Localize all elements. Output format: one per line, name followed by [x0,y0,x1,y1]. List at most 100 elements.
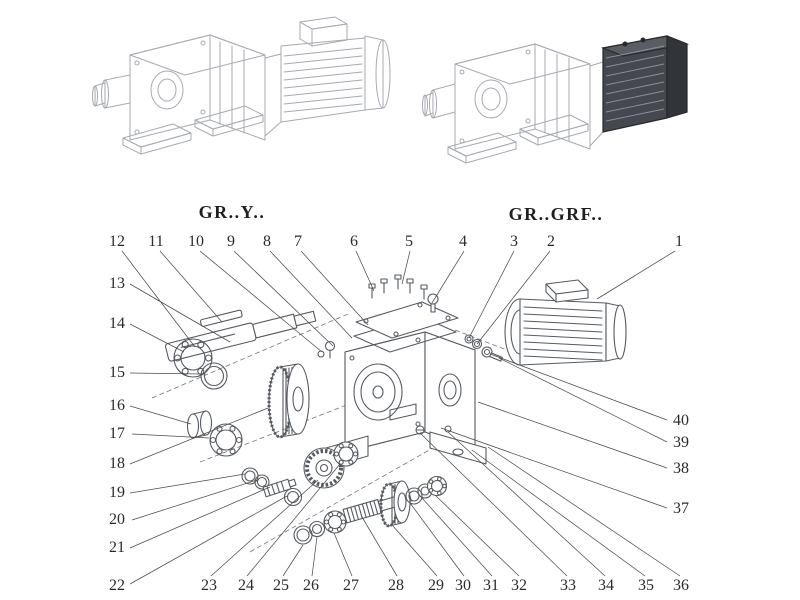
callout-33: 33 [560,577,576,594]
leader-line-29 [392,525,438,577]
assembled-view-gr-y [92,16,391,155]
washer [481,346,493,358]
callout-26: 26 [303,577,319,594]
gearbox-side-face [534,43,591,150]
leader-line-31 [421,497,493,577]
callout-7: 7 [294,233,302,250]
leader-line-38 [477,401,668,469]
leader-line-9 [233,250,334,347]
gearbox-top-face [129,34,266,76]
leader-lines [121,250,681,585]
leader-line-18 [129,407,269,465]
callout-27: 27 [343,577,359,594]
callout-17: 17 [109,425,125,442]
leader-line-19 [129,473,246,494]
fan-cowl [364,35,384,111]
shaft-key [199,309,243,327]
leader-line-25 [282,544,304,577]
callout-10: 10 [188,233,204,250]
callout-21: 21 [109,539,125,556]
leader-line-7 [300,250,369,326]
gearbox-side-face [209,34,266,141]
leader-line-20 [131,479,258,521]
assembly-axis [454,329,513,353]
gearbox-front-face [129,34,211,141]
washer [464,334,474,344]
leader-line-28 [361,516,398,577]
leader-line-26 [311,536,318,577]
callout-36: 36 [673,577,689,594]
motor-assembled [264,16,391,137]
callout-31: 31 [483,577,499,594]
leader-line-1 [596,250,676,300]
input-flange-bore [438,373,462,407]
callout-37: 37 [673,500,689,517]
leader-line-30 [409,502,465,577]
assembly-axis [151,313,349,399]
leader-line-13 [129,283,231,343]
assembled-view-gr-grf [422,35,690,164]
leader-line-32 [434,494,520,577]
leader-line-34 [447,431,606,577]
callout-30: 30 [455,577,471,594]
leader-line-14 [129,323,185,353]
leader-line-37 [440,427,668,509]
leader-line-35 [471,449,646,577]
callout-22: 22 [109,577,125,594]
motor [504,279,627,366]
callout-4: 4 [459,233,467,250]
leader-line-39 [498,357,668,443]
washer [405,487,423,505]
nameplate [389,403,417,421]
pinion-shaft [262,478,297,498]
leader-line-21 [129,486,271,549]
callout-13: 13 [109,275,125,292]
callout-35: 35 [638,577,654,594]
callout-25: 25 [273,577,289,594]
leader-line-4 [431,250,465,304]
leader-line-8 [269,250,353,339]
leader-line-24 [246,463,341,577]
callout-1: 1 [675,233,683,250]
leader-line-27 [333,532,353,577]
callout-29: 29 [428,577,444,594]
bearing [209,423,243,457]
callout-39: 39 [673,434,689,451]
callout-8: 8 [263,233,271,250]
helical-gear-small [379,480,411,528]
callout-23: 23 [201,577,217,594]
output-shaft-assembled [92,74,131,109]
output-shaft [164,309,317,362]
bearing [173,338,213,378]
breather-vent [324,340,336,359]
bearing [333,441,359,467]
leader-line-3 [468,250,515,339]
callout-40: 40 [673,412,689,429]
mounting-feet [122,105,264,155]
output-shaft-assembled [422,83,456,119]
leader-line-36 [487,446,681,577]
vent-washer [317,350,325,358]
callout-24: 24 [238,577,254,594]
leader-line-15 [129,372,203,375]
leader-line-2 [476,250,551,345]
callout-19: 19 [109,484,125,501]
washer [241,467,259,485]
leader-line-33 [419,432,568,577]
retaining-ring [200,362,228,390]
leader-line-22 [129,495,288,585]
gearbox-top-face [454,43,591,85]
motor-flange [264,53,282,137]
output-bearing-boss [150,70,184,110]
bushing [186,410,213,439]
helical-gear-large [267,363,310,439]
spur-gear [303,447,345,489]
callout-11: 11 [148,233,163,250]
gearbox-front-face [454,43,536,150]
exploded-view [151,274,627,553]
grf-motor-block [600,35,690,133]
leader-line-12 [121,250,196,348]
callout-2: 2 [547,233,555,250]
leader-line-11 [159,250,223,323]
